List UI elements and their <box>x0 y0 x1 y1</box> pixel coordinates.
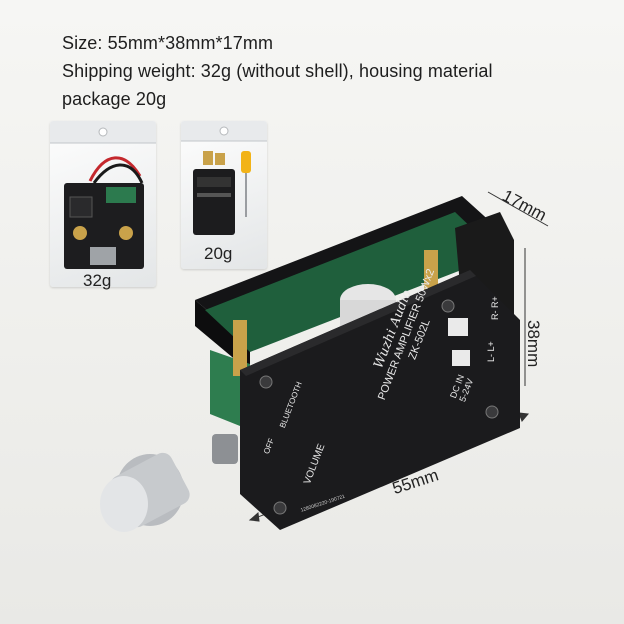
brass-standoff-left <box>233 320 247 376</box>
weight-spec-line-2: package 20g <box>62 89 167 109</box>
packaged-housing-bag-20g <box>181 121 267 269</box>
depth-dimension-label: 38mm <box>524 320 543 368</box>
l-minus-label: L- <box>486 353 496 362</box>
bag2-weight-label: 20g <box>204 244 233 263</box>
packaged-board-bag-32g <box>50 121 156 287</box>
l-plus-label: L+ <box>486 341 496 352</box>
pcb-layer <box>205 212 500 352</box>
bag1-weight-label: 32g <box>83 271 112 290</box>
r-plus-label: R+ <box>490 296 500 308</box>
bag-contents-illustration <box>50 121 156 269</box>
volume-shaft <box>212 434 238 464</box>
bag-contents-illustration <box>181 121 267 235</box>
terminal-right-labels: R- R+ <box>490 296 500 320</box>
terminal-left-labels: L- L+ <box>486 341 496 362</box>
weight-spec-line-1: Shipping weight: 32g (without shell), ho… <box>62 61 493 81</box>
r-minus-label: R- <box>490 310 500 321</box>
size-spec: Size: 55mm*38mm*17mm <box>62 33 274 53</box>
